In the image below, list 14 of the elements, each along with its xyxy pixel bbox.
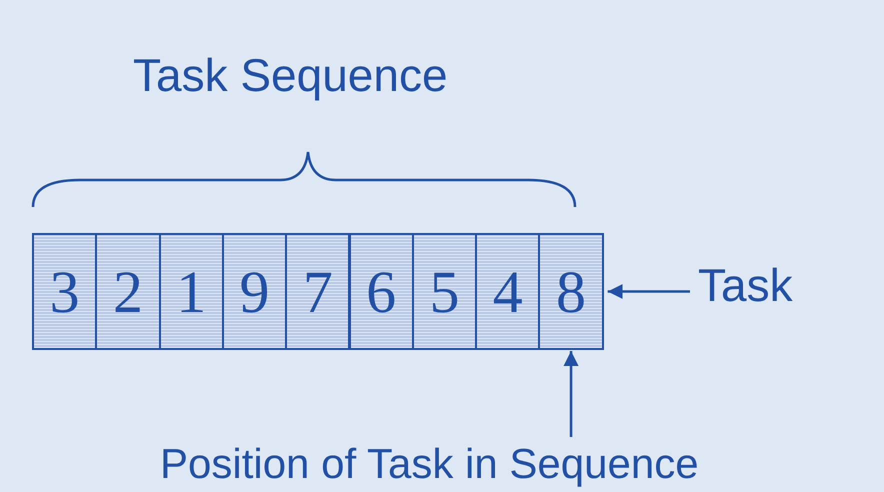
callout-label: Position of Task in Sequence [160,443,699,485]
sequence-cell: 5 [412,233,478,350]
sequence-cell: 4 [475,233,540,350]
sequence-cell: 3 [32,233,98,350]
sequence-cell: 8 [538,233,604,350]
bracket-label: Task Sequence [133,52,448,98]
sequence-cell: 2 [95,233,161,350]
arrow [564,351,579,437]
arrow [608,284,690,299]
sequence-cell: 1 [158,233,224,350]
sequence-cell: 6 [348,233,414,350]
sequence-cell: 7 [285,233,350,350]
callout-label: Task [698,262,793,308]
sequence-cell: 9 [222,233,288,350]
